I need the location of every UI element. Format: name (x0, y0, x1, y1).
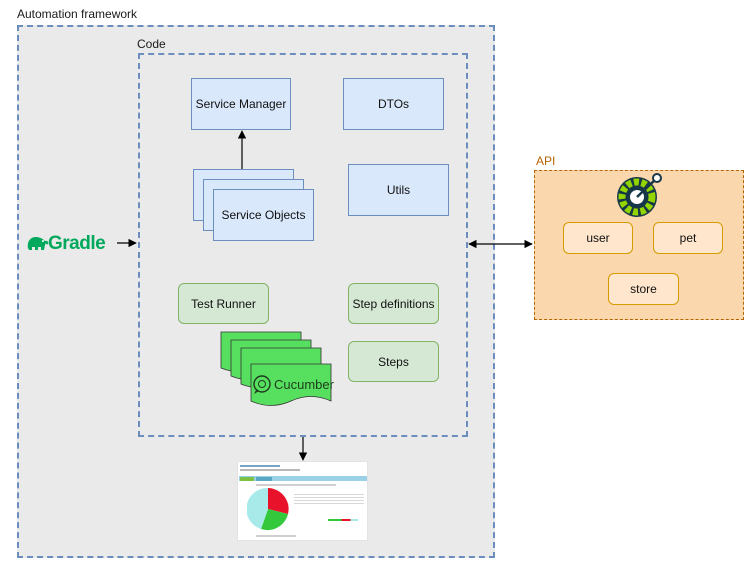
code-container (138, 53, 468, 437)
cucumber-icon (253, 375, 271, 394)
gradle-elephant-icon (27, 237, 49, 250)
api-endpoint-pet: pet (653, 222, 723, 254)
steps-box: Steps (348, 341, 439, 382)
api-endpoint-user: user (563, 222, 633, 254)
service-objects-box: Service Objects (213, 189, 314, 241)
code-title: Code (137, 37, 166, 51)
report-progress-bar (328, 519, 358, 521)
dtos-box: DTOs (343, 78, 444, 130)
report-tab-b (256, 477, 272, 481)
report-table-block (294, 492, 364, 506)
report-pie-chart (247, 487, 289, 531)
utils-box: Utils (348, 164, 449, 216)
gradle-label: Gradle (48, 233, 106, 254)
service-manager-box: Service Manager (191, 78, 291, 130)
report-tab-a (240, 477, 254, 481)
report-thumbnail (237, 461, 368, 541)
framework-title: Automation framework (17, 7, 138, 21)
api-title: API (536, 154, 556, 168)
report-subtitle-line (240, 469, 300, 471)
cucumber-label: Cucumber (274, 377, 334, 392)
cucumber-docs (220, 331, 332, 406)
test-runner-box: Test Runner (178, 283, 269, 324)
report-legend-line (256, 535, 296, 537)
openapi-icon (617, 173, 662, 217)
report-header-bar (239, 476, 367, 481)
report-summary-line (256, 484, 336, 486)
step-definitions-box: Step definitions (348, 283, 439, 324)
report-title-line (240, 465, 280, 467)
api-endpoint-store: store (608, 273, 679, 305)
